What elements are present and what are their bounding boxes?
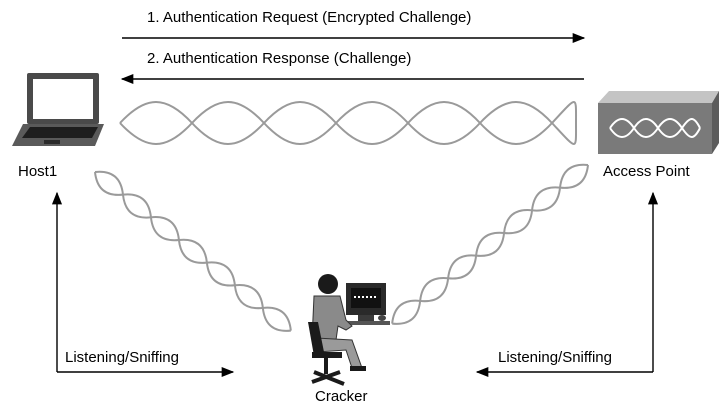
- access-point-label: Access Point: [603, 163, 690, 180]
- cracker-label: Cracker: [315, 388, 368, 405]
- wireless-signal-host-to-cracker: [94, 170, 292, 332]
- host-label: Host1: [18, 163, 58, 180]
- cracker-person-icon: [308, 274, 390, 386]
- right-sniffing-label: Listening/Sniffing: [498, 349, 612, 366]
- wireless-signal-ap-to-cracker: [391, 163, 589, 325]
- request-label: 1. Authentication Request (Encrypted Cha…: [147, 9, 472, 26]
- response-label: 2. Authentication Response (Challenge): [147, 50, 412, 67]
- laptop-icon: [12, 73, 104, 146]
- access-point-icon: [598, 91, 719, 154]
- left-sniffing-label: Listening/Sniffing: [65, 349, 179, 366]
- wireless-signal-main: [119, 101, 578, 145]
